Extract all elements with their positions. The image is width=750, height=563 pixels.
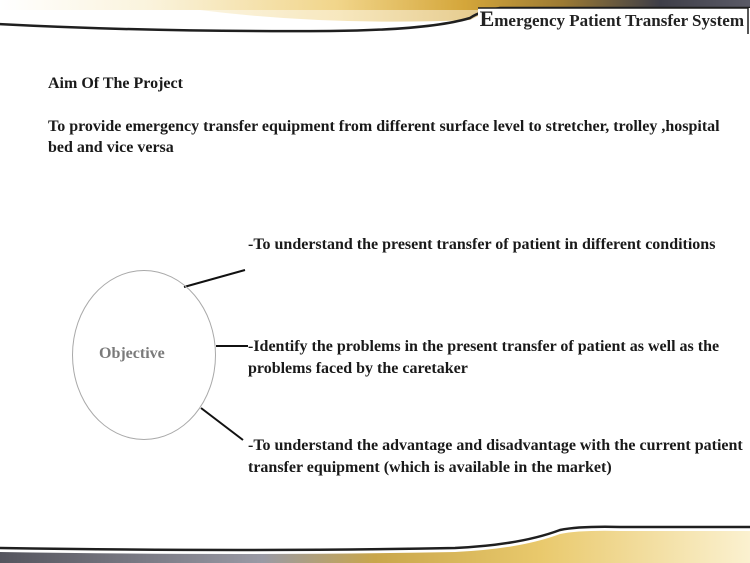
connector-line-1 <box>183 269 246 288</box>
connector-line-3 <box>200 407 244 441</box>
objective-item-2: -Identify the problems in the present tr… <box>248 338 720 377</box>
objective-item-3: -To understand the advantage and disadva… <box>248 437 743 476</box>
objective-circle <box>72 270 216 440</box>
aim-text: To provide emergency transfer equipment … <box>48 118 720 156</box>
objective-label: Objective <box>99 345 165 362</box>
footer-band <box>0 525 750 563</box>
objective-item-1: -To understand the present transfer of p… <box>248 236 716 253</box>
title-initial: E <box>479 6 495 31</box>
aim-heading: Aim Of The Project <box>48 75 183 92</box>
title-text: mergency Patient Transfer System <box>494 11 744 30</box>
slide-title: Emergency Patient Transfer System <box>480 6 744 32</box>
